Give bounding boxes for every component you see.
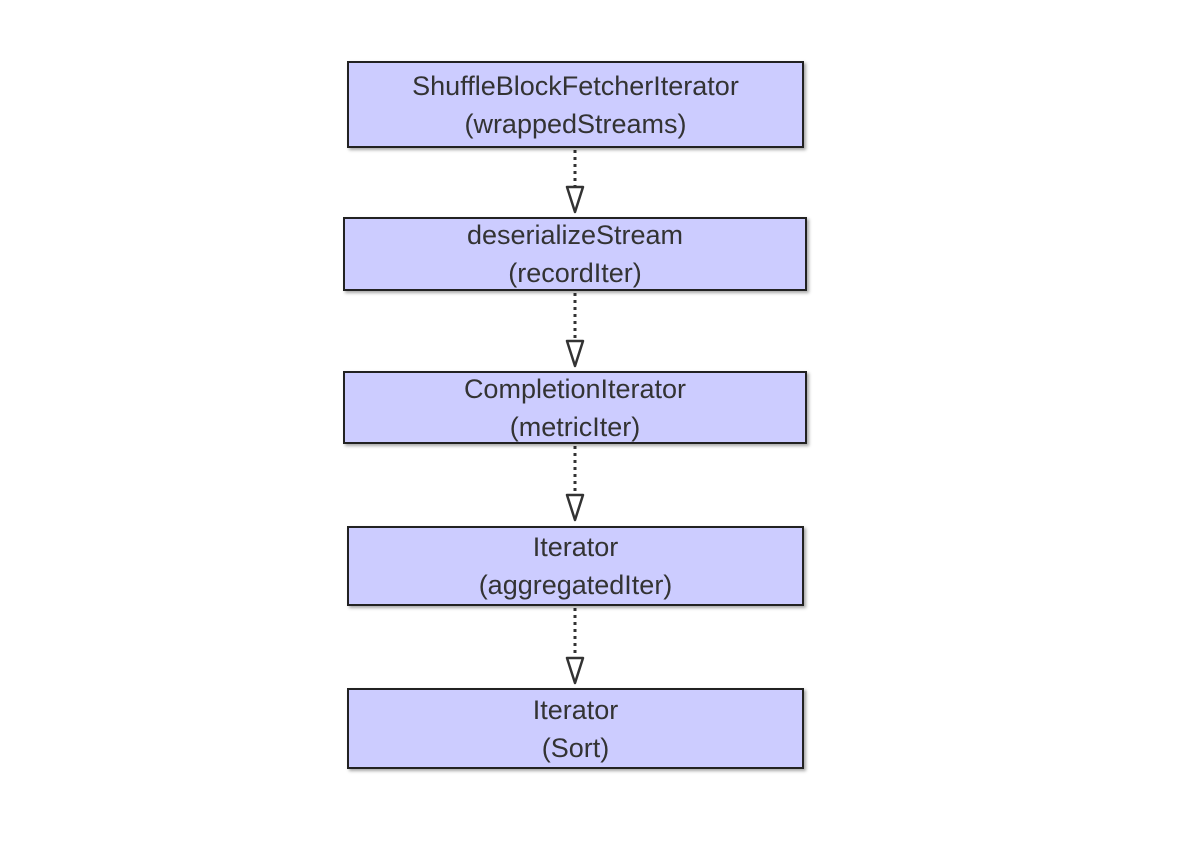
edge-n2-n3 [565,293,585,368]
node-subtitle: (wrappedStreams) [464,108,687,139]
node-title: Iterator [532,694,619,725]
node-title: Iterator [532,532,619,562]
node-title: ShuffleBlockFetcherIterator [412,70,739,101]
node-subtitle: (aggregatedIter) [478,570,673,600]
arrowhead-icon [565,185,585,214]
node-completion-iterator: CompletionIterator (metricIter) [343,371,807,444]
arrowhead-icon [565,339,585,368]
node-title: deserializeStream [466,220,684,250]
edge-n4-n5 [565,608,585,685]
arrowhead-icon [565,493,585,522]
node-subtitle: (recordIter) [508,258,642,288]
node-iterator-aggregated: Iterator (aggregatedIter) [347,526,804,606]
node-title: CompletionIterator [463,373,687,404]
node-iterator-sort: Iterator (Sort) [347,688,804,769]
edge-n3-n4 [565,446,585,522]
node-shuffle-block-fetcher-iterator: ShuffleBlockFetcherIterator (wrappedStre… [347,61,804,148]
node-deserialize-stream: deserializeStream (recordIter) [343,217,807,291]
node-subtitle: (Sort) [541,732,610,763]
node-subtitle: (metricIter) [509,411,641,442]
arrowhead-icon [565,656,585,685]
edge-n1-n2 [565,150,585,214]
